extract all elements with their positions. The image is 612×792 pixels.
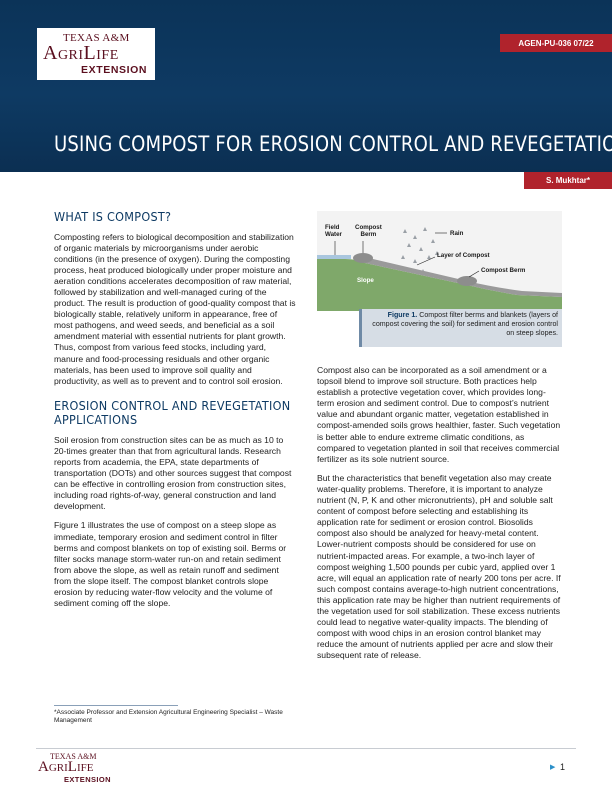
author-badge: S. Mukhtar* <box>524 172 612 189</box>
field-water <box>317 255 351 259</box>
label-leaders <box>334 232 480 278</box>
section-heading-what-is-compost: WHAT IS COMPOST? <box>54 209 172 224</box>
footnote-divider <box>54 705 178 706</box>
footer-logo-line-extension: EXTENSION <box>64 775 111 784</box>
logo-line-extension: EXTENSION <box>81 64 148 76</box>
right-column: Compost also can be incorporated as a so… <box>317 365 561 669</box>
paragraph-right-2: But the characteristics that benefit veg… <box>317 472 561 661</box>
footer-divider <box>36 748 576 749</box>
label-layer-of-compost: Layer of Compost <box>437 252 490 259</box>
caption-lead: Figure 1. <box>387 311 418 319</box>
header-banner: TEXAS A&M AgriLife EXTENSION AGEN-PU-036… <box>0 0 612 172</box>
label-compost-berm-top: Compost Berm <box>355 224 382 238</box>
logo-line-agrilife: AgriLife <box>43 42 119 64</box>
page-title: USING COMPOST FOR EROSION CONTROL AND RE… <box>54 132 612 156</box>
figure-caption: Figure 1. Compost filter berms and blank… <box>359 309 562 347</box>
logo-line-texas-am: TEXAS A&M <box>63 32 130 44</box>
page-number: 1 <box>560 762 566 772</box>
compost-berm-top <box>353 253 373 263</box>
paragraph-what-is-compost: Composting refers to biological decompos… <box>54 231 296 386</box>
page-arrow-icon: ▶ <box>550 764 556 771</box>
section-heading-erosion-control: EROSION CONTROL AND REVEGETATION APPLICA… <box>54 397 291 428</box>
compost-slope-illustration <box>317 211 562 311</box>
label-rain: Rain <box>450 230 464 237</box>
publication-code-badge: AGEN-PU-036 07/22 <box>500 34 612 52</box>
figure-1: Field Water Compost Berm Rain Layer of C… <box>317 211 562 347</box>
compost-layer <box>357 255 562 297</box>
footer-logo-line-agrilife: AgriLife <box>38 759 94 775</box>
compost-berm-bottom <box>457 276 477 286</box>
slope-ground <box>317 259 562 311</box>
agrilife-logo[interactable]: TEXAS A&M AgriLife EXTENSION <box>37 28 155 80</box>
author-footnote: *Associate Professor and Extension Agric… <box>54 709 283 724</box>
footer-logo-line-texas-am: TEXAS A&M <box>50 752 97 761</box>
caption-text: Compost filter berms and blankets (layer… <box>372 311 558 337</box>
label-field-water: Field Water <box>325 224 342 238</box>
label-compost-berm-bottom: Compost Berm <box>481 267 526 274</box>
paragraph-right-1: Compost also can be incorporated as a so… <box>317 365 561 464</box>
paragraph-erosion-2: Figure 1 illustrates the use of compost … <box>54 520 287 609</box>
paragraph-erosion-1: Soil erosion from construction sites can… <box>54 434 292 512</box>
label-slope: Slope <box>357 277 374 284</box>
left-column: WHAT IS COMPOST? Composting refers to bi… <box>54 209 296 617</box>
footer-logo[interactable]: TEXAS A&M AgriLife EXTENSION <box>36 752 126 784</box>
